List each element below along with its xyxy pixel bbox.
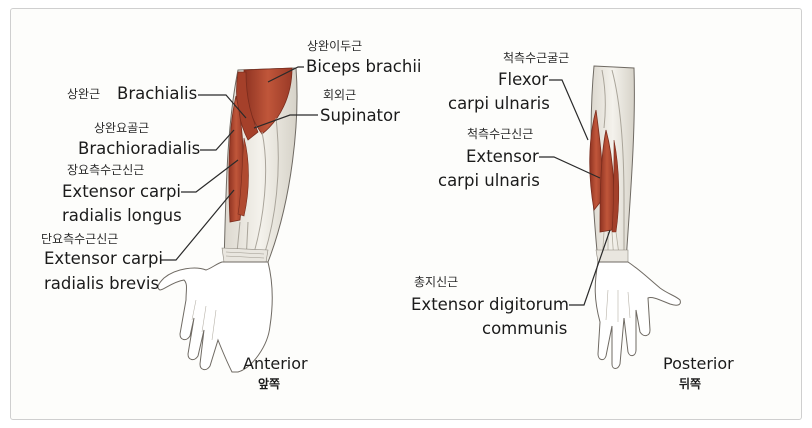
label-ecu-en-1: Extensor [466,147,539,166]
leader-edc [569,229,611,306]
flexor-carpi-ulnaris-muscle [589,109,603,211]
anterior-forearm [221,67,298,263]
extensor-carpi-radialis-longus-muscle [237,137,249,217]
leader-brachioradialis [200,129,235,151]
label-fcu-en-1: Flexor [498,70,549,89]
label-brachioradialis-en: Brachioradialis [78,139,201,158]
leader-biceps [267,66,304,83]
label-ecu-ko: 척측수근신근 [467,127,534,141]
label-fcu-ko: 척측수근굴근 [503,51,570,65]
label-ecu-en-2: carpi ulnaris [438,171,540,190]
label-supinator-ko: 회외근 [323,88,357,102]
label-biceps-ko: 상완이두근 [307,39,363,53]
label-supinator-en: Supinator [320,106,400,125]
leader-ecrl [181,159,239,193]
label-biceps-en: Biceps brachii [306,57,422,76]
leader-brachialis [198,94,247,119]
leader-ecrb [160,189,235,261]
posterior-hand-outline [594,261,681,369]
view-label-anterior: Anterior [243,354,308,373]
posterior-forearm [589,65,635,263]
label-brachioradialis-ko: 상완요골근 [94,121,150,135]
label-edc-en-1: Extensor digitorum [411,295,569,314]
leader-supinator [253,114,318,129]
label-edc-en-2: communis [482,319,568,338]
label-ecrb-en-1: Extensor carpi [44,249,164,268]
leader-fcu [549,79,589,141]
figure-frame [10,8,802,420]
view-label-posterior: Posterior [663,354,734,373]
label-ecrl-ko: 장요측수근신근 [67,163,145,177]
label-ecrb-en-2: radialis brevis [44,274,160,293]
label-brachialis-ko: 상완근 [67,87,101,101]
label-fcu-en-2: carpi ulnaris [448,94,550,113]
label-ecrl-en-2: radialis longus [62,206,182,225]
label-brachialis-en: Brachialis [117,84,198,103]
posterior-hand [594,261,681,369]
extensor-carpi-ulnaris-muscle [599,129,615,233]
brachioradialis-muscle [228,95,244,223]
leader-ecu [539,156,601,179]
label-ecrb-ko: 단요측수근신근 [41,232,119,246]
label-ecrl-en-1: Extensor carpi [62,182,182,201]
anterior-hand [157,261,273,373]
view-label-anterior-ko: 앞쪽 [258,377,281,391]
label-edc-ko: 총지신근 [414,275,459,289]
view-label-posterior-ko: 뒤쪽 [679,377,702,391]
leader-lines [160,66,611,306]
brachialis-muscle [236,71,259,141]
